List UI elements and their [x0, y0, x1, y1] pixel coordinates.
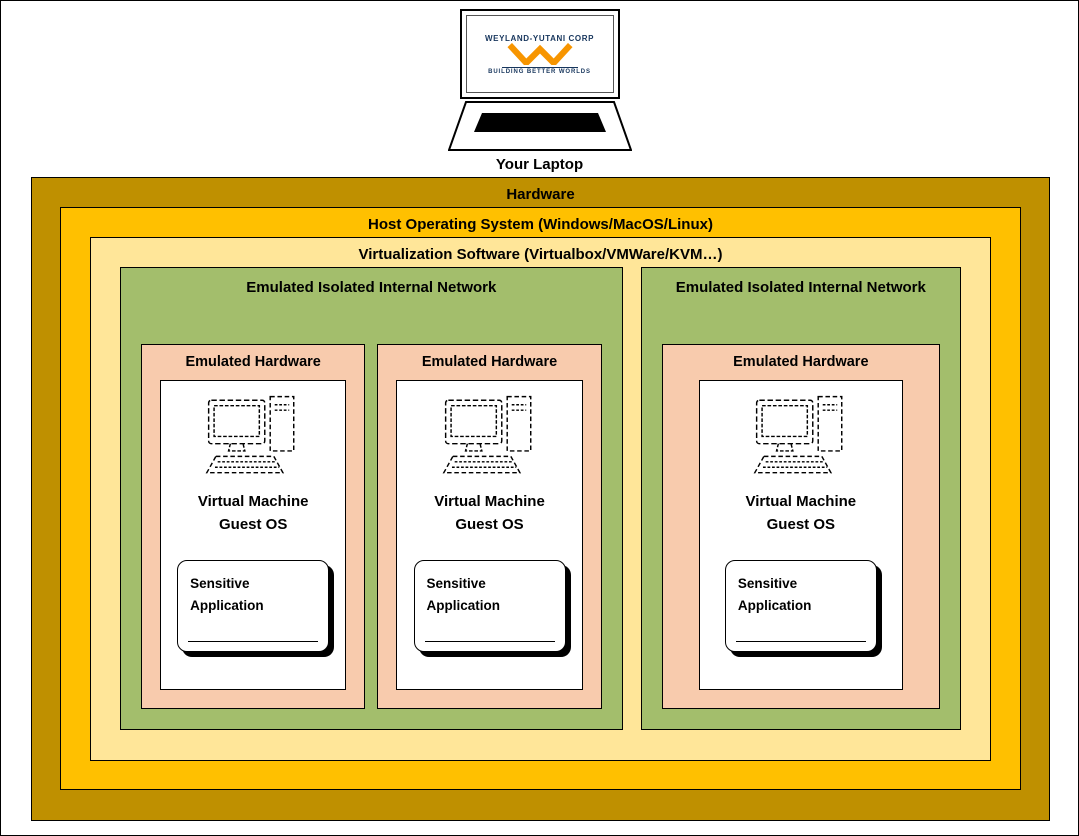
sensitive-app-label: Sensitive Application	[426, 576, 501, 614]
host-os-label: Host Operating System (Windows/MacOS/Lin…	[368, 216, 713, 233]
virtualization-layer: Virtualization Software (Virtualbox/VMWa…	[90, 237, 991, 761]
emulated-hardware-label: Emulated Hardware	[733, 354, 869, 370]
vm-label: Virtual Machine Guest OS	[745, 493, 857, 533]
app-underline	[188, 641, 319, 642]
vm-label: Virtual Machine Guest OS	[197, 493, 309, 533]
app-underline	[735, 641, 866, 642]
vm-box: Virtual Machine Guest OS Sensitive Appli…	[396, 380, 583, 690]
hardware-label: Hardware	[506, 186, 575, 203]
laptop-screen: WEYLAND-YUTANI CORP BUILDING BETTER WORL…	[459, 9, 620, 99]
emulated-hardware-box: Emulated Hardware	[377, 344, 602, 709]
computer-icon	[205, 395, 295, 474]
host-os-layer: Host Operating System (Windows/MacOS/Lin…	[60, 207, 1021, 790]
emulated-hardware-label: Emulated Hardware	[185, 354, 321, 370]
vm-box: Virtual Machine Guest OS Sensitive Appli…	[698, 380, 903, 690]
emulated-hardware-box: Emulated Hardware	[141, 344, 366, 709]
vm-box: Virtual Machine Guest OS Sensitive Appli…	[160, 380, 347, 690]
logo-w-icon	[506, 42, 573, 65]
sensitive-app-label: Sensitive Application	[190, 576, 264, 614]
sensitive-app-box: Sensitive Application	[413, 560, 566, 652]
computer-icon	[442, 395, 531, 474]
vm-label: Virtual Machine Guest OS	[434, 493, 545, 533]
network-box-2: Emulated Isolated Internal Network Emula…	[640, 267, 961, 730]
laptop: WEYLAND-YUTANI CORP BUILDING BETTER WORL…	[1, 9, 1078, 173]
sensitive-app-box: Sensitive Application	[724, 560, 877, 652]
hardware-layer: Hardware Host Operating System (Windows/…	[31, 177, 1050, 821]
network-label: Emulated Isolated Internal Network	[675, 279, 926, 296]
network-box-1: Emulated Isolated Internal Network Emula…	[120, 267, 623, 730]
emulated-hardware-label: Emulated Hardware	[421, 354, 558, 370]
emulated-hardware-box: Emulated Hardware	[661, 344, 940, 709]
app-underline	[424, 641, 555, 642]
logo-company-text: WEYLAND-YUTANI CORP	[484, 33, 595, 43]
laptop-base	[447, 101, 632, 151]
logo-tagline-text: BUILDING BETTER WORLDS	[488, 68, 591, 75]
computer-icon	[753, 395, 843, 474]
network-label: Emulated Isolated Internal Network	[246, 279, 497, 296]
virtualization-label: Virtualization Software (Virtualbox/VMWa…	[358, 246, 723, 263]
logo-divider	[501, 66, 578, 68]
weyland-logo: WEYLAND-YUTANI CORP BUILDING BETTER WORL…	[465, 15, 614, 93]
laptop-label: Your Laptop	[495, 156, 584, 173]
sensitive-app-box: Sensitive Application	[177, 560, 330, 652]
sensitive-app-label: Sensitive Application	[737, 576, 812, 614]
